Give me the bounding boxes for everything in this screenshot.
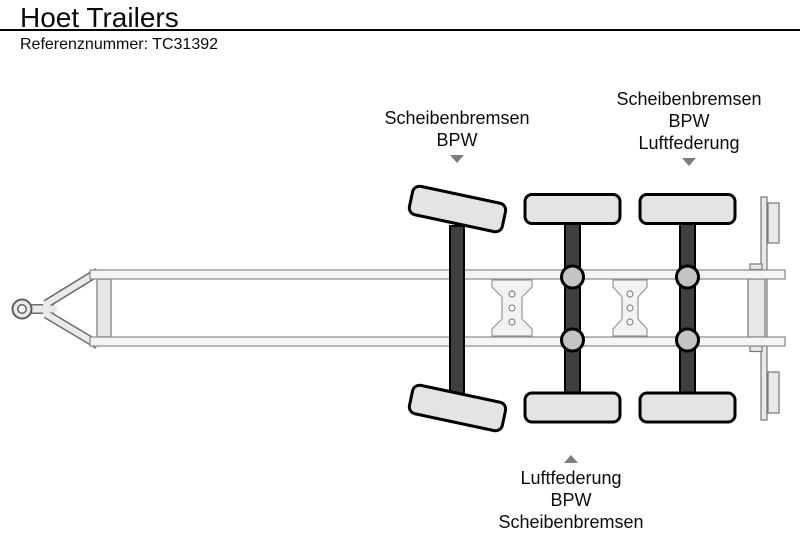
annotation-line: Scheibenbremsen bbox=[498, 512, 644, 532]
wheel-axle1-bottom bbox=[407, 383, 508, 433]
annotation-axle3: Scheibenbremsen BPW Luftfederung bbox=[579, 88, 799, 166]
annotation-line: BPW bbox=[550, 490, 592, 510]
bellows-axle2-bottom bbox=[560, 327, 585, 353]
arrow-up-icon bbox=[564, 455, 578, 463]
annotation-line: Scheibenbremsen bbox=[384, 108, 530, 128]
annotation-axle2: Luftfederung BPW Scheibenbremsen bbox=[461, 455, 681, 533]
bellows-axle2-top bbox=[560, 264, 585, 290]
reference-number: Referenznummer: TC31392 bbox=[20, 36, 219, 53]
front-crossmember bbox=[96, 278, 112, 338]
header-divider bbox=[0, 29, 800, 31]
wheels bbox=[407, 184, 737, 433]
axle-1-bar bbox=[449, 225, 465, 399]
frame-rail-bottom bbox=[89, 336, 786, 347]
bellows-axle3-bottom bbox=[675, 327, 700, 353]
drawbar bbox=[11, 268, 101, 349]
annotation-line: Luftfederung bbox=[638, 133, 740, 153]
wheel-axle3-bottom bbox=[638, 391, 737, 424]
bellows-axle3-top bbox=[675, 264, 700, 290]
rear-lamp-pad-top bbox=[767, 202, 780, 244]
annotation-line: BPW bbox=[668, 111, 710, 131]
gusset-plate-2 bbox=[612, 279, 648, 337]
air-bellows bbox=[560, 264, 700, 353]
page-title: Hoet Trailers bbox=[20, 2, 179, 33]
gusset-plate-1 bbox=[491, 279, 533, 337]
annotation-line: BPW bbox=[436, 130, 478, 150]
rear-lamp-pad-bottom bbox=[767, 371, 780, 414]
frame-rail-top bbox=[89, 269, 786, 280]
wheel-axle3-top bbox=[638, 193, 737, 225]
wheel-axle2-bottom bbox=[523, 391, 622, 424]
axle-2-bar bbox=[564, 221, 581, 395]
annotation-axle1: Scheibenbremsen BPW bbox=[347, 107, 567, 163]
axle-3-bar bbox=[679, 221, 696, 395]
arrow-down-icon bbox=[682, 158, 696, 166]
wheel-axle2-top bbox=[523, 193, 622, 225]
arrow-down-icon bbox=[450, 155, 464, 163]
wheel-axle1-top bbox=[407, 184, 508, 234]
annotation-line: Scheibenbremsen bbox=[616, 89, 762, 109]
rear-crossmember bbox=[747, 278, 766, 338]
annotation-line: Luftfederung bbox=[520, 468, 622, 488]
